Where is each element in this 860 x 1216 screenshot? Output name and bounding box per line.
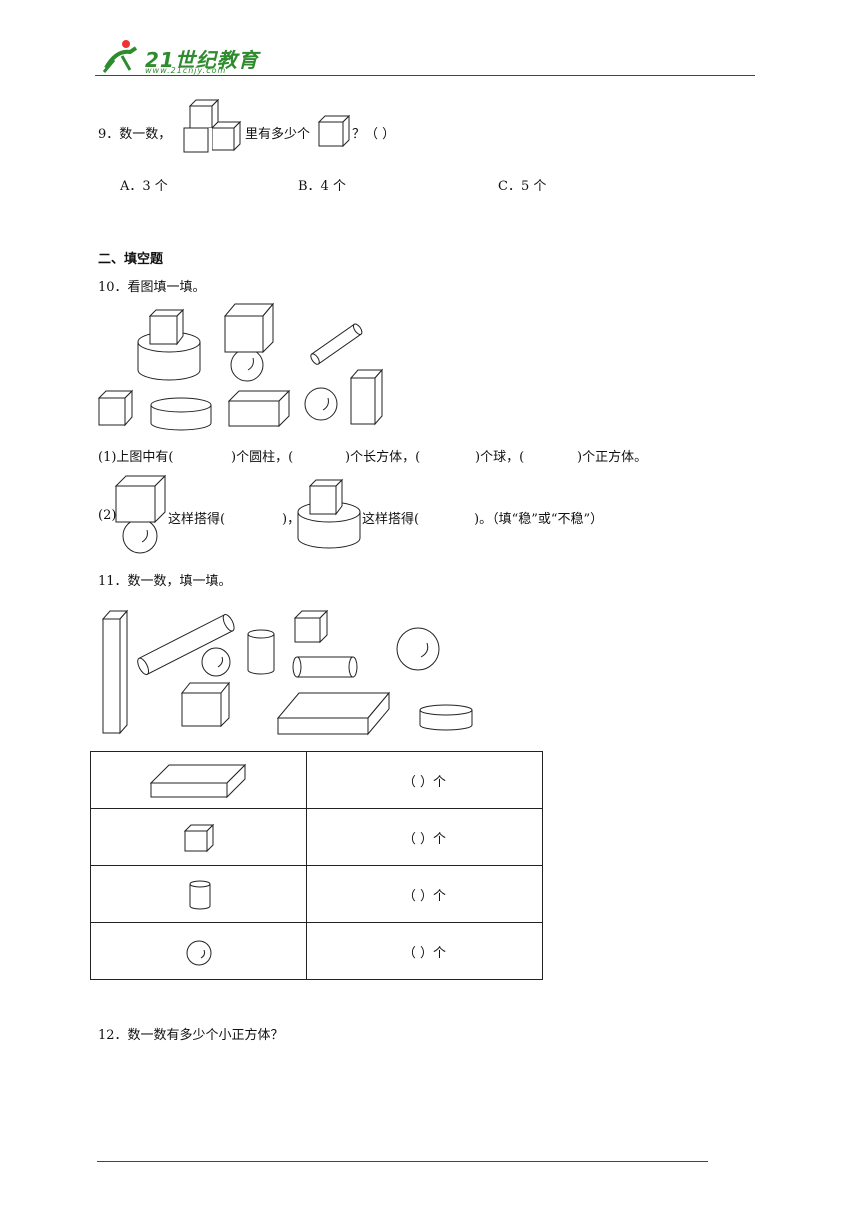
table-row: （ ）个 bbox=[90, 808, 543, 866]
cube-on-cylinder-icon bbox=[297, 478, 361, 549]
q10-p2-b: 这样搭得( bbox=[168, 512, 226, 527]
shape-cell bbox=[90, 922, 307, 980]
q10-p1-a: (1)上图中有( bbox=[98, 450, 174, 465]
header-rule bbox=[95, 75, 755, 76]
cylinder-icon bbox=[189, 880, 211, 910]
sphere-icon bbox=[186, 940, 212, 966]
q9-middle: 里有多少个 bbox=[245, 127, 311, 142]
table-row: （ ）个 bbox=[90, 922, 543, 980]
footer-rule bbox=[97, 1161, 708, 1162]
q11-count-table: （ ）个 （ ）个 （ ）个 （ ）个 bbox=[90, 751, 543, 980]
shape-cell bbox=[90, 751, 307, 809]
q9-prefix: 9．数一数， bbox=[98, 127, 172, 142]
shape-cell bbox=[90, 808, 307, 866]
answer-cell[interactable]: （ ）个 bbox=[306, 751, 543, 809]
q9-option-c[interactable]: C．5 个 bbox=[498, 179, 547, 194]
answer-cell[interactable]: （ ）个 bbox=[306, 865, 543, 923]
q10-figure bbox=[97, 302, 384, 431]
q10-title: 10．看图填一填。 bbox=[98, 280, 206, 295]
q10-p2-c: )， bbox=[282, 512, 301, 527]
q10-p1-d: )个球，( bbox=[475, 450, 525, 465]
table-row: （ ）个 bbox=[90, 865, 543, 923]
answer-cell[interactable]: （ ）个 bbox=[306, 808, 543, 866]
section-title: 二、填空题 bbox=[98, 252, 164, 267]
table-row: （ ）个 bbox=[90, 751, 543, 809]
q9-option-b[interactable]: B．4 个 bbox=[298, 179, 346, 194]
q10-p1-b: )个圆柱，( bbox=[231, 450, 294, 465]
q10-p2-e: )。（填“稳”或“不稳”） bbox=[474, 512, 604, 527]
q11-title: 11．数一数，填一填。 bbox=[98, 574, 232, 589]
stacked-cubes-icon bbox=[183, 98, 242, 153]
cube-on-cylinder bbox=[148, 308, 185, 346]
answer-cell[interactable]: （ ）个 bbox=[306, 922, 543, 980]
logo-runner-icon bbox=[102, 40, 138, 73]
q12-title: 12．数一数有多少个小正方体？ bbox=[98, 1028, 284, 1043]
q9-option-a[interactable]: A．3 个 bbox=[120, 179, 168, 194]
q10-p1-c: )个长方体，( bbox=[345, 450, 421, 465]
cuboid-flat-icon bbox=[149, 763, 247, 799]
shape-cell bbox=[90, 865, 307, 923]
q10-p1-e: )个正方体。 bbox=[577, 450, 648, 465]
q10-p2-label: (2) bbox=[98, 508, 117, 523]
q9-suffix: ？（ ） bbox=[352, 127, 396, 142]
q11-figure bbox=[101, 609, 473, 736]
q10-p2-d: 这样搭得( bbox=[362, 512, 420, 527]
cube-on-sphere-icon bbox=[114, 474, 167, 554]
logo-text: 21世纪教育 bbox=[145, 48, 259, 72]
logo-url: www.21cnjy.com bbox=[145, 66, 227, 75]
cube-icon bbox=[317, 114, 351, 148]
cube-icon bbox=[183, 823, 215, 853]
